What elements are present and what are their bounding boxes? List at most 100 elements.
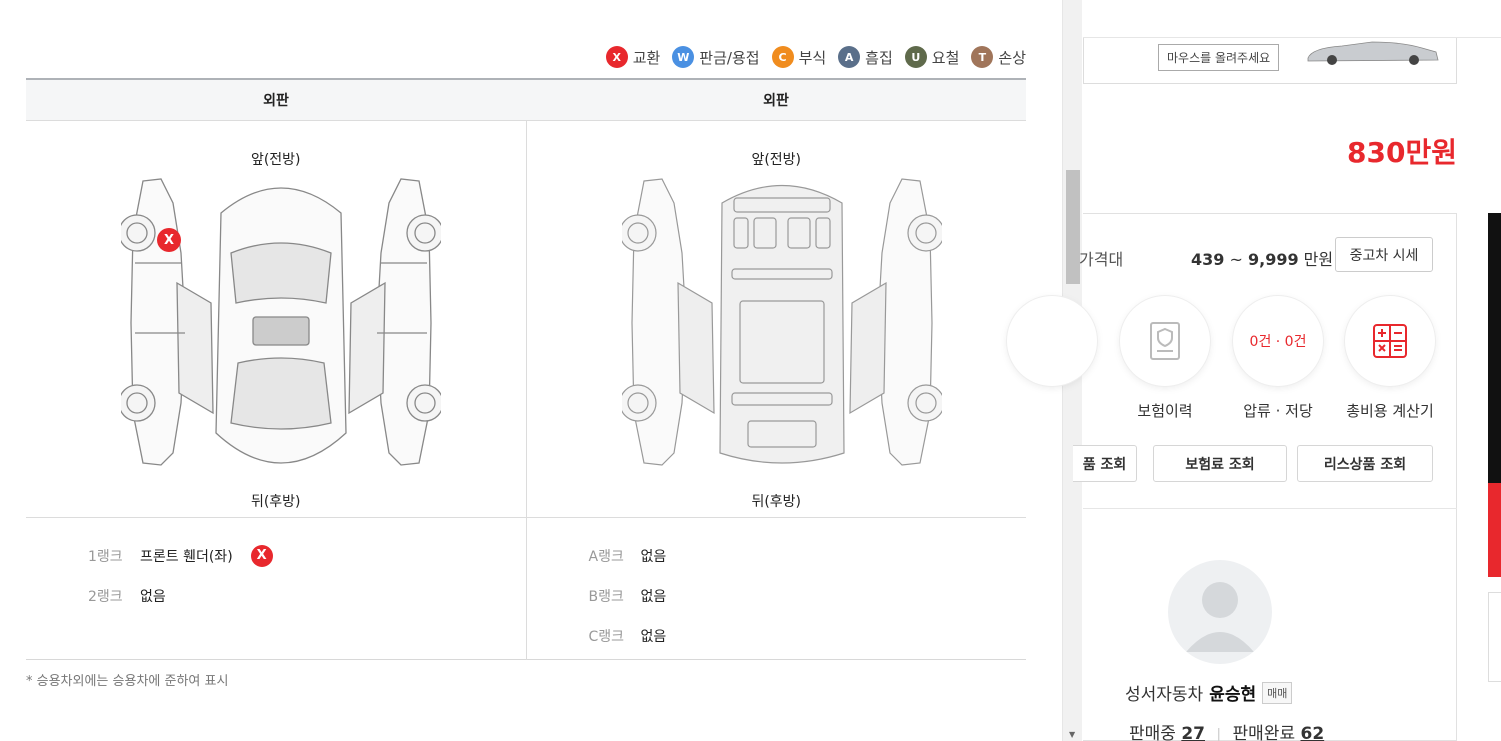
insurance-history-button[interactable] <box>1120 296 1210 386</box>
legend-label: 손상 <box>998 48 1026 67</box>
sold-count-link[interactable]: 62 <box>1300 724 1325 741</box>
rank-a: A랭크 없음 <box>589 535 1027 576</box>
inspection-table: 외판 외판 앞(전방) <box>26 78 1026 660</box>
damage-icon: T <box>971 46 994 68</box>
exterior-ranks: 1랭크 프론트 휀더(좌) X 2랭크 없음 <box>26 518 526 660</box>
scrollbar-thumb[interactable] <box>1066 170 1080 284</box>
insurance-quote-button[interactable]: 보험료 조회 <box>1153 445 1287 482</box>
rank-value: 없음 <box>640 628 667 645</box>
vehicle-price: 830만원 <box>1347 136 1457 169</box>
rank-value: 프론트 휀더(좌) <box>140 548 233 565</box>
legend-label: 판금/용접 <box>699 48 760 67</box>
frame-diagram: 앞(전방) <box>525 121 1027 517</box>
price-info-card: 가격대 439 ~ 9,999 만원 중고차 시세 보험이력 0건 · 0건 압… <box>1007 213 1457 741</box>
car-frame-diagram-icon <box>621 178 942 466</box>
corrosion-icon: C <box>771 46 794 68</box>
user-avatar-icon <box>1186 582 1254 652</box>
side-ad-banner[interactable] <box>1488 213 1501 577</box>
range-low: 439 <box>1191 250 1225 269</box>
legend-label: 부식 <box>798 48 827 67</box>
seller-avatar <box>1168 560 1272 664</box>
scratch-icon: A <box>838 46 861 68</box>
exchange-mark-icon: X <box>250 544 273 567</box>
market-price-button[interactable]: 중고차 시세 <box>1335 237 1433 272</box>
rear-label: 뒤(후방) <box>250 494 301 510</box>
seizure-mortgage-count: 0건 · 0건 <box>1249 334 1307 350</box>
hover-preview-box[interactable]: 마우스를 올려주세요 <box>1083 38 1457 84</box>
exchange-icon: X <box>605 46 628 68</box>
legend-label: 흠집 <box>865 48 893 67</box>
front-label: 앞(전방) <box>751 152 802 168</box>
calculator-icon <box>1373 324 1407 358</box>
seller-info: 성서자동차 윤승현 매매 <box>1125 680 1293 705</box>
card-divider <box>1083 508 1457 509</box>
legend-item-exchange: X 교환 <box>605 46 661 68</box>
document-shield-icon <box>1150 322 1180 360</box>
legend-item-scratch: A 흠집 <box>838 46 893 68</box>
rank-label: 1랭크 <box>88 548 123 565</box>
sales-divider: | <box>1216 727 1222 741</box>
rank-c: C랭크 없음 <box>589 615 1027 656</box>
seizure-mortgage-caption: 압류 · 저당 <box>1243 402 1313 420</box>
price-range-value: 439 ~ 9,999 만원 <box>1191 246 1333 270</box>
selling-count-link[interactable]: 27 <box>1181 724 1205 741</box>
header-frame: 외판 <box>763 93 789 109</box>
footnote: * 승용차외에는 승용차에 준하여 표시 <box>26 674 229 689</box>
selling-label: 판매중 <box>1129 724 1176 741</box>
range-unit: 만원 <box>1298 250 1334 269</box>
total-cost-calculator-button[interactable] <box>1345 296 1435 386</box>
exterior-diagram: 앞(전방) <box>26 121 526 517</box>
seller-sales: 판매중 27 | 판매완료 62 <box>1129 719 1324 741</box>
side-widget <box>1488 592 1501 682</box>
vehicle-summary-panel: 마우스를 올려주세요 830만원 가격대 439 ~ 9,999 만원 중고차 … <box>1007 0 1501 741</box>
lease-product-button[interactable]: 리스상품 조회 <box>1297 445 1433 482</box>
rank-label: A랭크 <box>588 548 624 565</box>
car-exterior-diagram-icon <box>121 178 441 466</box>
rank-2: 2랭크 없음 <box>88 575 526 616</box>
banner-accent <box>1488 483 1501 577</box>
product-inquiry-button[interactable]: 품 조회 <box>1073 445 1137 482</box>
top-strip <box>1083 0 1501 38</box>
hover-hint-tag: 마우스를 올려주세요 <box>1158 44 1280 71</box>
range-separator: ~ <box>1224 250 1248 269</box>
legend-item-dent: U 요철 <box>904 46 960 68</box>
price-range-label: 가격대 <box>1079 250 1124 269</box>
history-circle[interactable] <box>1007 296 1097 386</box>
legend-label: 요철 <box>931 48 960 67</box>
seller-type-badge: 매매 <box>1262 681 1293 704</box>
diagram-row: 앞(전방) <box>26 121 1026 518</box>
table-header: 외판 외판 <box>26 80 1026 121</box>
rank-value: 없음 <box>140 588 166 605</box>
rank-mark-wrap: X <box>250 544 273 567</box>
legend-label: 교환 <box>632 48 661 67</box>
legend-item-welding: W 판금/용접 <box>672 46 760 68</box>
front-fender-left-exchange-mark[interactable]: X <box>157 228 181 252</box>
rank-label: B랭크 <box>588 588 624 605</box>
rank-value: 없음 <box>640 588 667 605</box>
front-label: 앞(전방) <box>250 152 301 168</box>
legend-item-corrosion: C 부식 <box>771 46 827 68</box>
inspection-modal: X 교환 W 판금/용접 C 부식 A 흠집 U 요철 T 손상 <box>26 46 1026 689</box>
scroll-down-arrow-icon[interactable]: ▼ <box>1069 730 1076 739</box>
welding-icon: W <box>672 46 695 68</box>
rear-label: 뒤(후방) <box>751 494 802 510</box>
seller-company: 성서자동차 <box>1125 685 1204 705</box>
insurance-history-caption: 보험이력 <box>1137 402 1193 420</box>
dent-icon: U <box>904 46 927 68</box>
legend: X 교환 W 판금/용접 C 부식 A 흠집 U 요철 T 손상 <box>605 46 1026 68</box>
car-thumbnail-icon <box>1307 41 1439 65</box>
seller-name: 윤승현 <box>1209 685 1257 705</box>
legend-item-damage: T 손상 <box>971 46 1026 68</box>
header-exterior-panel: 외판 <box>263 93 289 109</box>
seizure-mortgage-button[interactable]: 0건 · 0건 <box>1233 296 1323 386</box>
rank-b: B랭크 없음 <box>589 575 1027 616</box>
sold-label: 판매완료 <box>1232 724 1296 741</box>
rank-value: 없음 <box>640 548 667 565</box>
total-cost-calculator-caption: 총비용 계산기 <box>1346 402 1434 420</box>
rank-row: 1랭크 프론트 휀더(좌) X 2랭크 없음 A랭크 없음 <box>26 518 1026 660</box>
rank-1: 1랭크 프론트 휀더(좌) X <box>88 535 526 576</box>
range-high: 9,999 <box>1247 250 1299 269</box>
frame-ranks: A랭크 없음 B랭크 없음 C랭크 없음 <box>525 518 1027 660</box>
rank-label: 2랭크 <box>88 588 123 605</box>
